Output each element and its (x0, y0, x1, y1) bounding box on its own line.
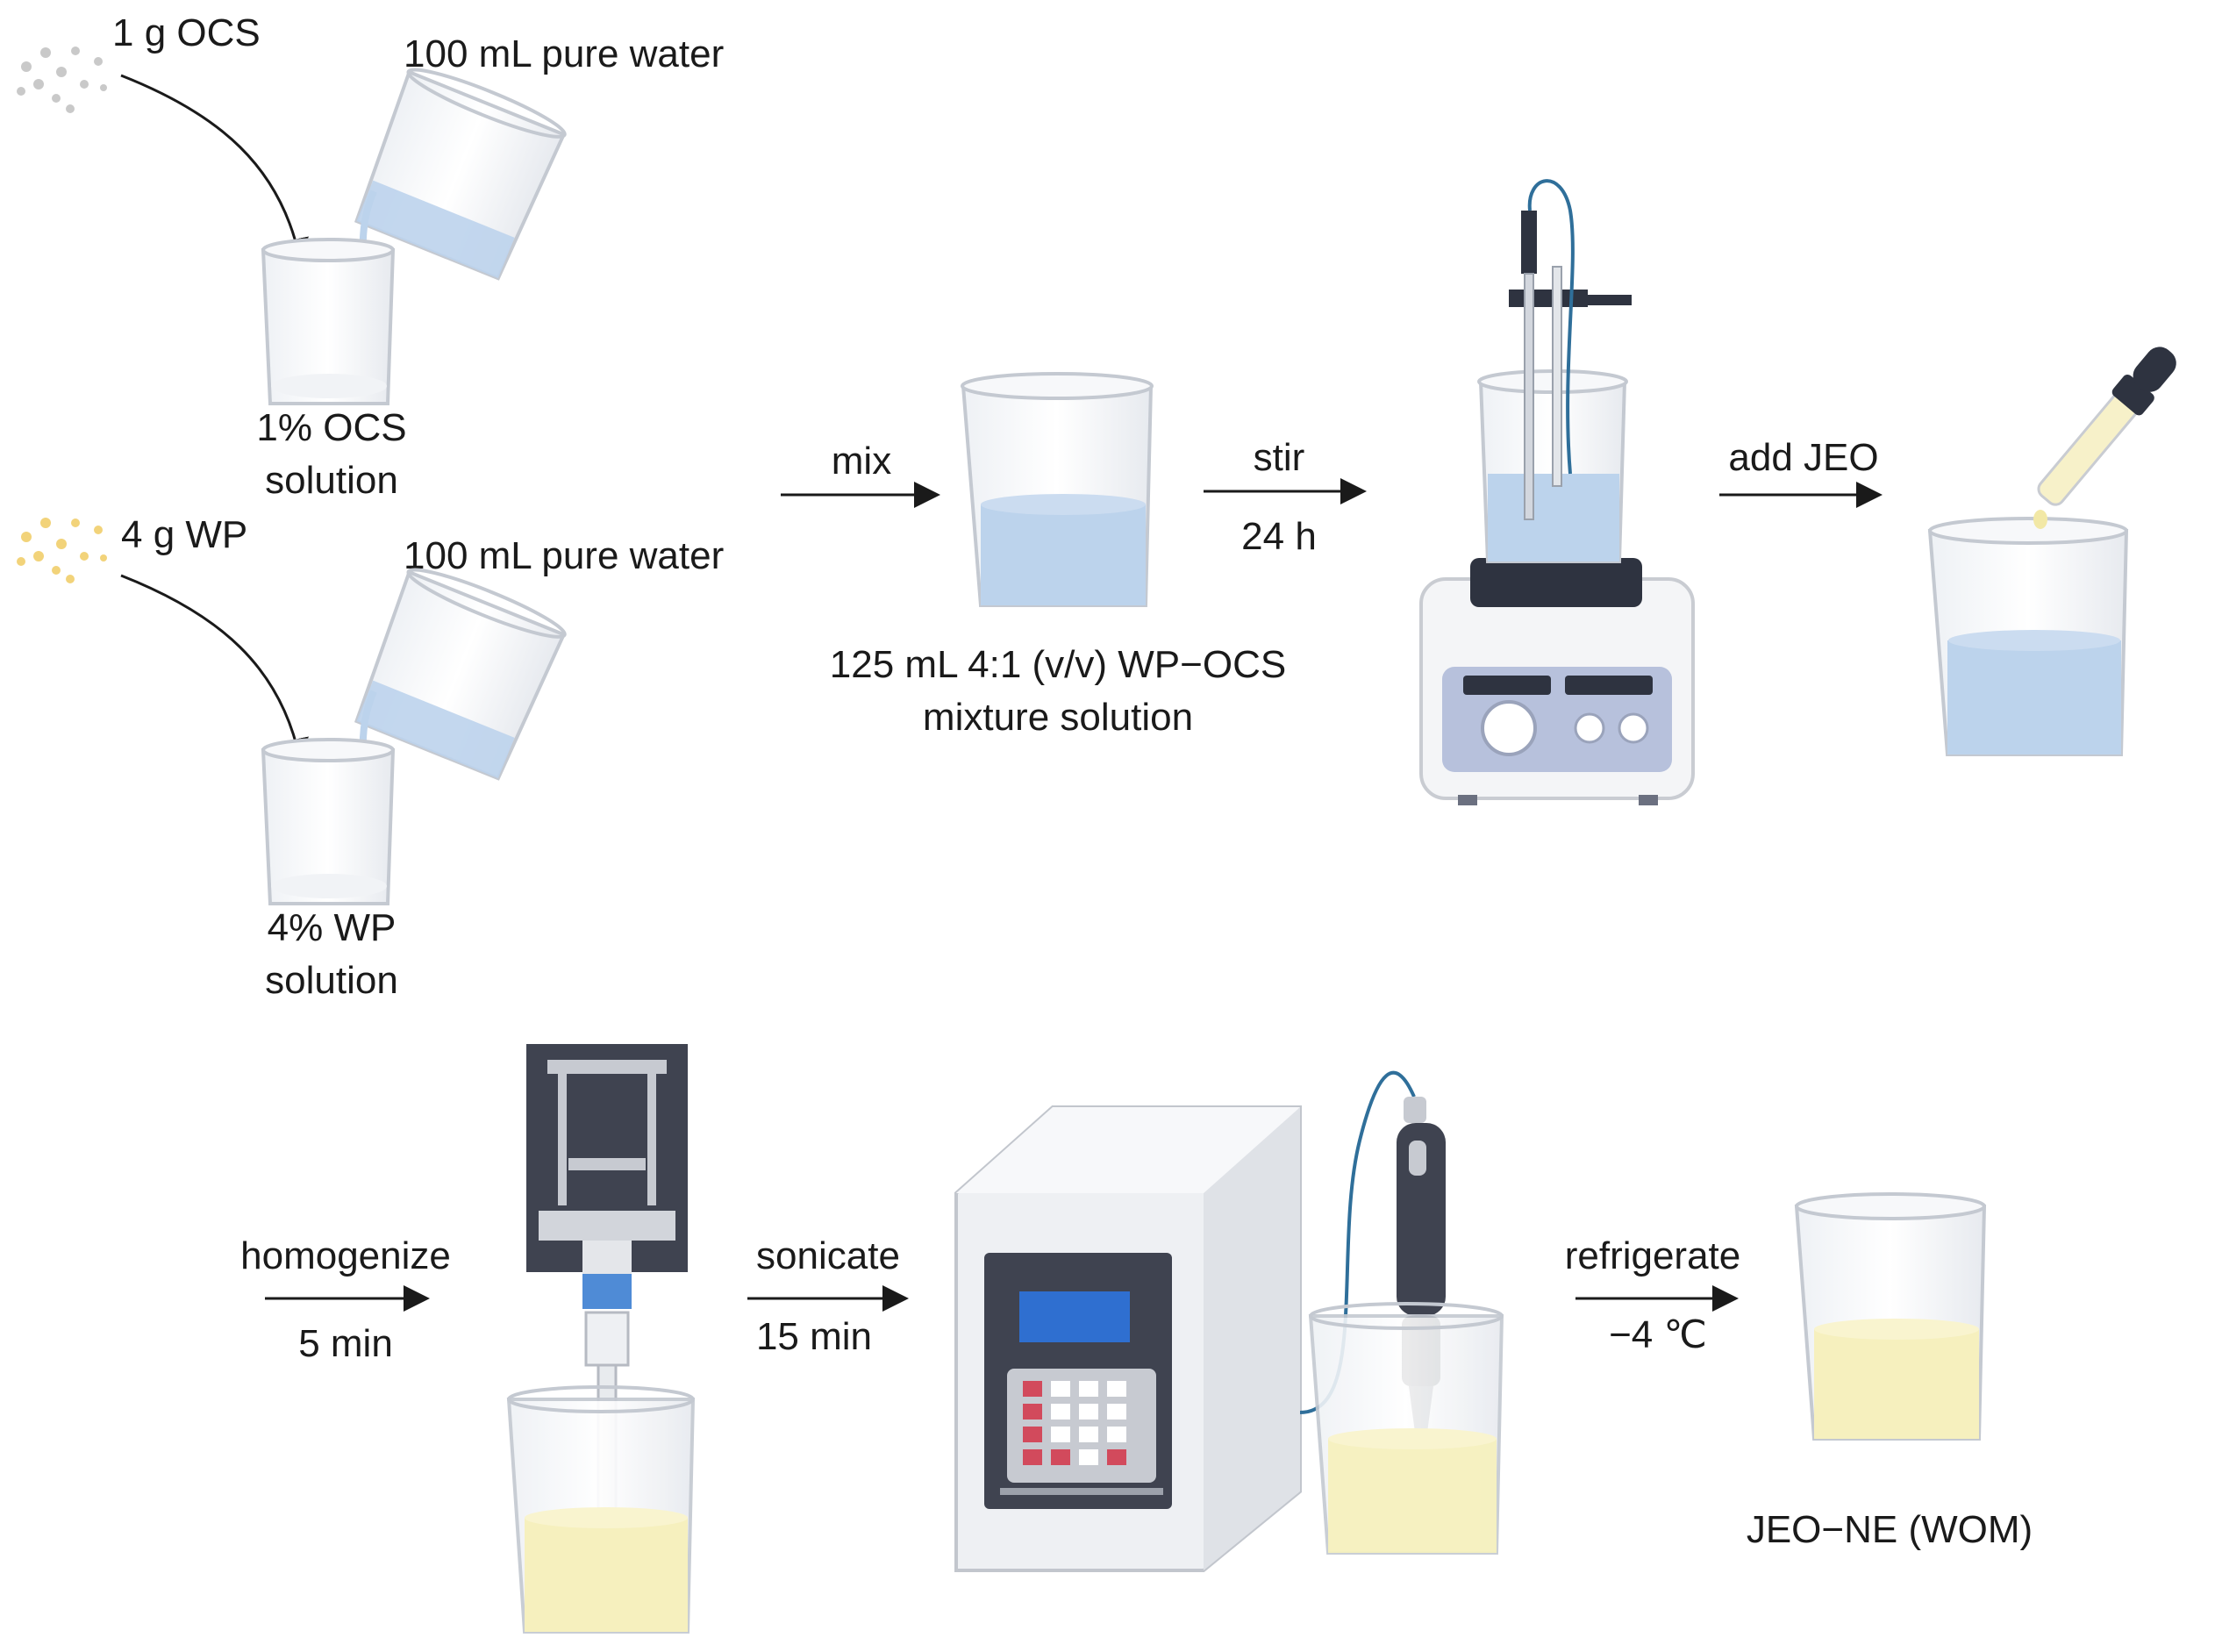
refrigerate-temp-label: −4 ℃ (1609, 1313, 1707, 1356)
homogenize-label: homogenize (240, 1234, 451, 1277)
wp-solution-label-line2: solution (265, 959, 398, 1002)
wp-amount-label: 4 g WP (121, 513, 247, 556)
wp-solution-label-line1: 4% WP (268, 906, 397, 949)
product-beaker-icon (1794, 1192, 1987, 1441)
keypad-icon (1023, 1381, 1126, 1465)
sonicate-beaker-icon (1308, 1302, 1504, 1555)
mixture-label-line1: 125 mL 4:1 (v/v) WP−OCS (830, 643, 1286, 686)
wp-solution-beaker-icon (261, 738, 396, 905)
mixture-label-line2: mixture solution (923, 696, 1193, 739)
pouring-beaker-top-icon (354, 68, 567, 281)
ocs-solution-label-line1: 1% OCS (256, 406, 406, 449)
ocs-to-beaker-arrow (120, 74, 309, 265)
pouring-beaker-bottom-icon (354, 568, 567, 781)
stir-label: stir (1254, 436, 1305, 479)
product-label: JEO−NE (WOM) (1747, 1508, 2033, 1551)
ocs-powder-icon (17, 46, 107, 113)
water-top-label: 100 mL pure water (404, 32, 724, 75)
ocs-amount-label: 1 g OCS (112, 11, 261, 54)
mix-label: mix (832, 440, 891, 483)
jeo-beaker-icon (1927, 517, 2129, 756)
ocs-solution-beaker-icon (261, 238, 396, 405)
add-jeo-label: add JEO (1728, 436, 1878, 479)
ultrasonic-generator-icon (954, 1105, 1302, 1572)
refrigerate-label: refrigerate (1565, 1234, 1741, 1277)
thermometer-probe-icon (1509, 179, 1632, 520)
magnetic-stirrer-icon (1419, 558, 1695, 805)
wp-powder-icon (17, 518, 107, 583)
homogenize-beaker-icon (506, 1385, 696, 1634)
sonicate-label: sonicate (756, 1234, 900, 1277)
ocs-solution-label-line2: solution (265, 459, 398, 502)
stir-time-label: 24 h (1241, 515, 1317, 558)
homogenize-time-label: 5 min (298, 1322, 393, 1365)
dropper-icon (2037, 347, 2176, 506)
sonicate-time-label: 15 min (756, 1315, 872, 1358)
mixture-beaker-icon (961, 372, 1154, 607)
wp-to-beaker-arrow (120, 574, 309, 765)
jeo-drop (2033, 510, 2047, 529)
homogenizer-icon (526, 1044, 688, 1569)
water-bottom-label: 100 mL pure water (404, 534, 724, 577)
